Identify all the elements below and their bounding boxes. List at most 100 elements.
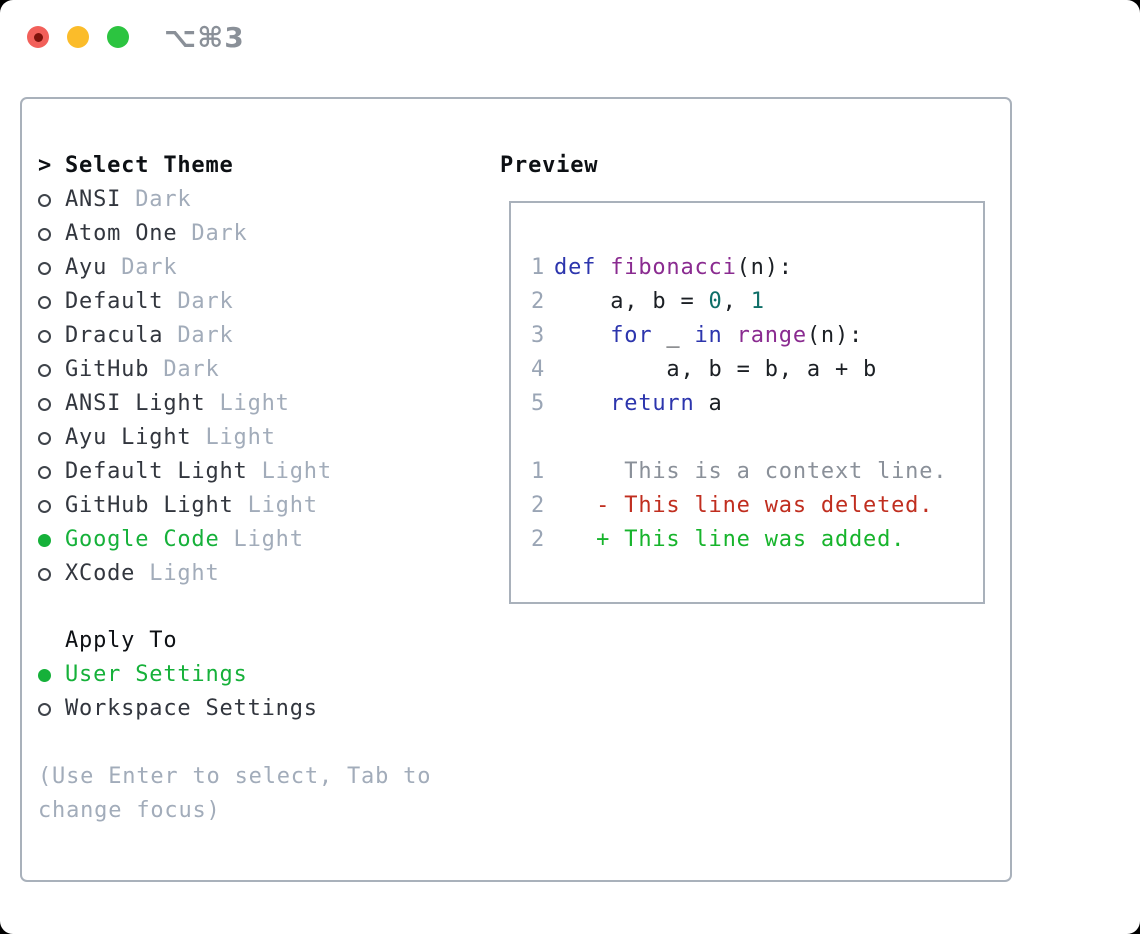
code-segment-pln: a [694,391,723,416]
code-segment-typ: fibonacci [610,255,737,280]
help-text: (Use Enter to select, Tab to change focu… [38,760,431,828]
radio-unselected-icon [38,702,51,716]
code-segment-add: + This line was added. [554,527,906,552]
radio-unselected-icon [38,499,51,513]
apply-option-user-settings[interactable]: User Settings [38,658,318,692]
theme-variant-tag: Light [219,391,290,416]
code-segment-pln [723,319,737,353]
help-line: change focus) [38,798,221,823]
code-line: 1 This is a context line. [531,455,947,489]
code-segment-del: - This line was deleted. [554,493,934,518]
code-segment-kwd: def [554,255,597,280]
code-segment-lit: 0 [708,289,723,314]
theme-option-github[interactable]: GitHub Dark [38,353,332,387]
radio-unselected-icon [38,227,51,241]
radio-selected-icon [38,533,51,547]
line-number: 2 [531,289,546,314]
theme-option-default[interactable]: Default Dark [38,285,332,319]
apply-option-workspace-settings[interactable]: Workspace Settings [38,692,318,726]
help-line: (Use Enter to select, Tab to [38,764,432,789]
code-line: 5 return a [531,387,947,421]
code-segment-pln: a, b = b, a + b [554,357,878,382]
theme-option-ayu[interactable]: Ayu Dark [38,251,332,285]
code-line [531,421,947,455]
apply-to-title: Apply To [65,628,178,653]
apply-option-label: Workspace Settings [65,696,318,721]
theme-name: GitHub Light [65,493,234,518]
line-number: 5 [531,391,546,416]
theme-name: Ayu [65,255,108,280]
theme-option-github-light[interactable]: GitHub Light Light [38,489,332,523]
radio-unselected-icon [38,363,51,377]
code-segment-kwd: for [610,323,653,348]
line-number: 3 [531,323,546,348]
code-segment-pln: _ [652,323,695,348]
theme-option-xcode[interactable]: XCode Light [38,557,332,591]
close-button[interactable] [27,26,49,48]
radio-unselected-icon [38,329,51,343]
code-line: 3 for _ in range(n): [531,319,947,353]
theme-option-ansi[interactable]: ANSI Dark [38,183,332,217]
close-dot-icon [33,32,43,42]
radio-unselected-icon [38,295,51,309]
code-segment-pln: (n): [736,255,793,280]
minimize-button[interactable] [67,26,89,48]
theme-variant-tag: Light [205,425,276,450]
theme-name: XCode [65,561,136,586]
radio-unselected-icon [38,397,51,411]
radio-selected-icon [38,668,51,682]
theme-option-dracula[interactable]: Dracula Dark [38,319,332,353]
radio-unselected-icon [38,261,51,275]
radio-unselected-icon [38,193,51,207]
window-title-shortcut: ⌥⌘3 [164,21,245,54]
code-segment-pln [596,251,610,285]
theme-option-ansi-light[interactable]: ANSI Light Light [38,387,332,421]
code-segment-pln: , [722,289,751,314]
theme-list-header: > Select Theme [38,149,332,183]
theme-name: ANSI Light [65,391,206,416]
theme-name: Default [65,289,164,314]
theme-variant-tag: Dark [177,289,234,314]
code-segment-pln: a, b = [554,289,709,314]
theme-name: Atom One [65,221,178,246]
code-segment-pln [554,387,610,421]
theme-name: Google Code [65,527,220,552]
line-number: 2 [531,493,546,518]
code-line: 4 a, b = b, a + b [531,353,947,387]
theme-option-atom-one[interactable]: Atom One Dark [38,217,332,251]
code-line: 2 - This line was deleted. [531,489,947,523]
code-line: 1 def fibonacci(n): [531,251,947,285]
line-number: 2 [531,527,546,552]
code-segment-kwd: return [610,391,695,416]
zoom-button[interactable] [107,26,129,48]
theme-name: GitHub [65,357,150,382]
line-number: 1 [531,255,546,280]
theme-list-title: Select Theme [65,153,234,178]
theme-option-default-light[interactable]: Default Light Light [38,455,332,489]
code-segment-typ: range [736,323,807,348]
theme-option-ayu-light[interactable]: Ayu Light Light [38,421,332,455]
code-segment-pln: (n): [806,323,864,348]
theme-variant-tag: Dark [121,255,178,280]
theme-option-google-code[interactable]: Google Code Light [38,523,332,557]
radio-unselected-icon [38,431,51,445]
line-number: 4 [531,357,546,382]
code-segment-ctx: This is a context line. [554,459,948,484]
radio-unselected-icon [38,465,51,479]
code-segment-lit: 1 [750,289,765,314]
code-line: 2 + This line was added. [531,523,947,557]
theme-name: Dracula [65,323,164,348]
theme-variant-tag: Light [233,527,304,552]
theme-variant-tag: Dark [135,187,192,212]
preview-title: Preview [500,153,599,178]
theme-variant-tag: Light [247,493,318,518]
theme-variant-tag: Dark [191,221,248,246]
radio-unselected-icon [38,567,51,581]
selection-caret-icon: > [38,153,53,178]
apply-to-header-row: Apply To [38,624,318,658]
theme-variant-tag: Dark [177,323,234,348]
